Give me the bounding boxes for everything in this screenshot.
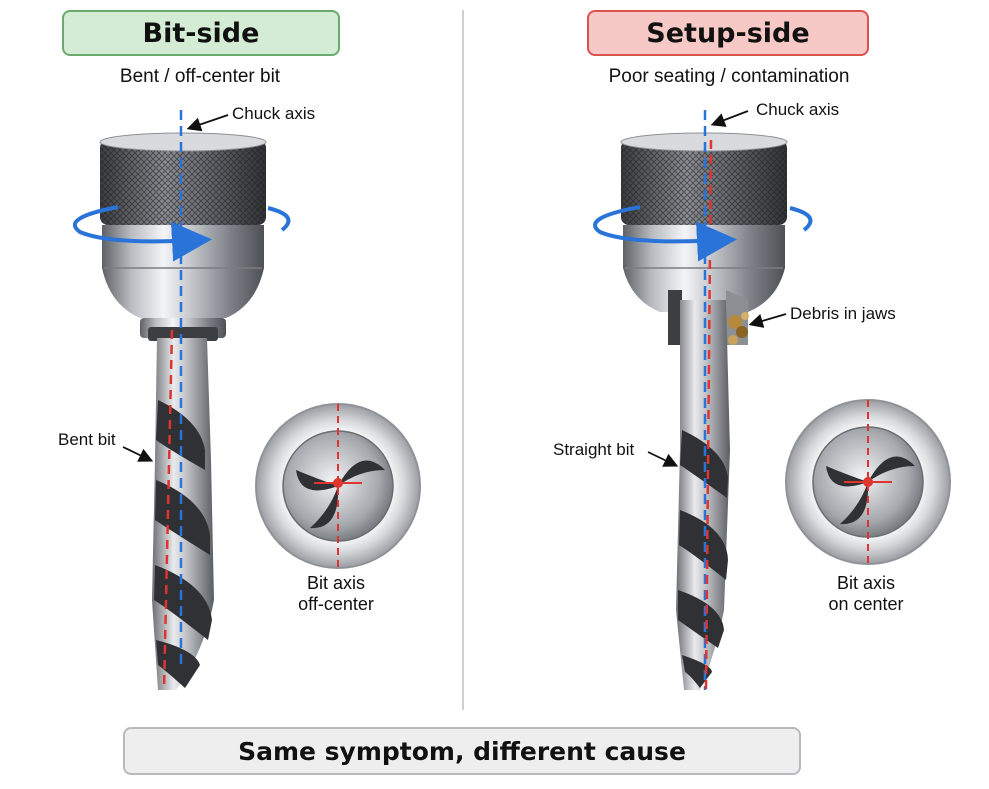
- left-chuck: [99, 132, 267, 341]
- left-inset-off-center: [255, 403, 421, 569]
- right-rotation-arrow: [593, 205, 737, 262]
- left-bent-bit: [152, 338, 214, 690]
- left-inset-label-line1: Bit axis: [306, 573, 366, 593]
- right-chuck-axis-label: Chuck axis: [756, 100, 840, 119]
- left-chuck-axis-label: Chuck axis: [232, 104, 316, 123]
- right-straight-bit: [676, 300, 730, 690]
- bit-side-title: Bit-side: [62, 10, 340, 56]
- left-bent-bit-label: Bent bit: [58, 430, 116, 449]
- left-inset-label-line2: off-center: [298, 594, 374, 614]
- setup-side-title: Setup-side: [587, 10, 869, 56]
- left-rotation-arrow: [72, 205, 212, 262]
- debris-label: Debris in jaws: [790, 304, 896, 323]
- left-bit-axis-line: [162, 329, 174, 691]
- right-inset-label: Bit axis on center: [786, 573, 946, 615]
- footer-summary: Same symptom, different cause: [123, 727, 801, 775]
- bit-side-subtitle: Bent / off-center bit: [119, 66, 281, 87]
- right-straight-bit-label: Straight bit: [553, 440, 635, 459]
- right-inset-label-line2: on center: [828, 594, 904, 614]
- right-inset-label-line1: Bit axis: [836, 573, 896, 593]
- debris-particles: [728, 312, 749, 345]
- right-inset-on-center: [785, 399, 951, 565]
- setup-side-subtitle: Poor seating / contamination: [608, 66, 850, 87]
- left-inset-label: Bit axis off-center: [256, 573, 416, 615]
- panel-divider: [462, 10, 464, 710]
